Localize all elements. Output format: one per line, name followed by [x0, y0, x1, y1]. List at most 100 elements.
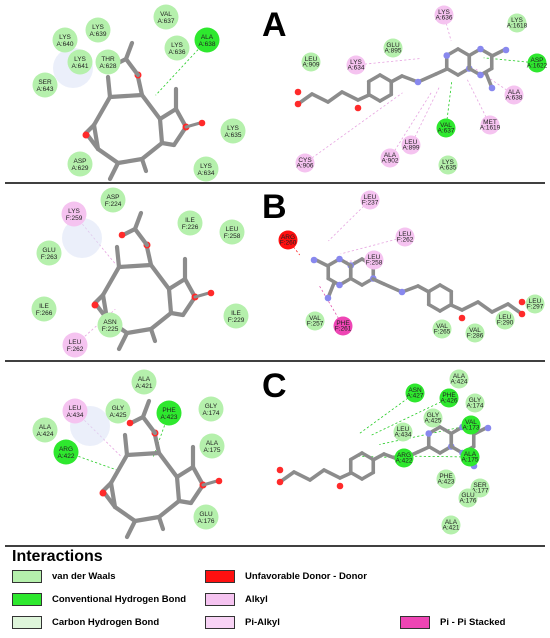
- residue-bubble: [507, 13, 527, 33]
- legend-item-pialkyl: Pi-Alkyl: [205, 616, 280, 629]
- residue-bubble: [465, 323, 485, 343]
- residue-bubble: [61, 201, 87, 227]
- residue-bubble: [199, 433, 225, 459]
- legend-title: Interactions: [12, 548, 103, 565]
- interaction-line: [155, 39, 208, 96]
- residue-bubble: [177, 210, 203, 236]
- residue-bubble: [465, 393, 485, 413]
- legend-label: Conventional Hydrogen Bond: [52, 594, 187, 605]
- legend-label: Unfavorable Donor - Donor: [245, 571, 367, 582]
- legend-swatch: [12, 616, 42, 629]
- interaction-line: [371, 397, 450, 436]
- residue-bubble: [53, 439, 79, 465]
- interaction-line: [328, 199, 371, 242]
- residue-bubble: [194, 27, 220, 53]
- residue-bubble: [461, 415, 481, 435]
- legend-label: Alkyl: [245, 594, 268, 605]
- residue-bubble: [223, 303, 249, 329]
- residue-bubble: [432, 319, 452, 339]
- residue-bubble: [527, 53, 547, 73]
- ligands: [53, 40, 526, 540]
- residue-bubble: [105, 398, 131, 424]
- ligand-b-right: [310, 255, 526, 322]
- interaction-line: [475, 68, 515, 96]
- panel-letter-c: C: [262, 367, 287, 405]
- legend-item-alkyl: Alkyl: [205, 593, 268, 606]
- interaction-line: [355, 58, 421, 66]
- residue-bubble: [100, 187, 126, 213]
- interaction-line: [445, 80, 453, 129]
- ligand-c-left: [70, 398, 223, 540]
- residue-bubble: [278, 230, 298, 250]
- legend-label: Pi-Alkyl: [245, 617, 280, 628]
- panel-dividers: [5, 182, 545, 547]
- residue-bubble: [220, 118, 246, 144]
- residue-bubble: [383, 38, 403, 58]
- residue-bubble: [360, 190, 380, 210]
- residue-bubble: [436, 118, 456, 138]
- residue-bubble: [439, 388, 459, 408]
- residue-bubble: [32, 417, 58, 443]
- residue-bubble: [438, 155, 458, 175]
- residue-bubble: [156, 400, 182, 426]
- legend-item-vdw: van der Waals: [12, 570, 116, 583]
- legend-label: van der Waals: [52, 571, 116, 582]
- residue-bubble: [67, 151, 93, 177]
- residue-bubble: [219, 219, 245, 245]
